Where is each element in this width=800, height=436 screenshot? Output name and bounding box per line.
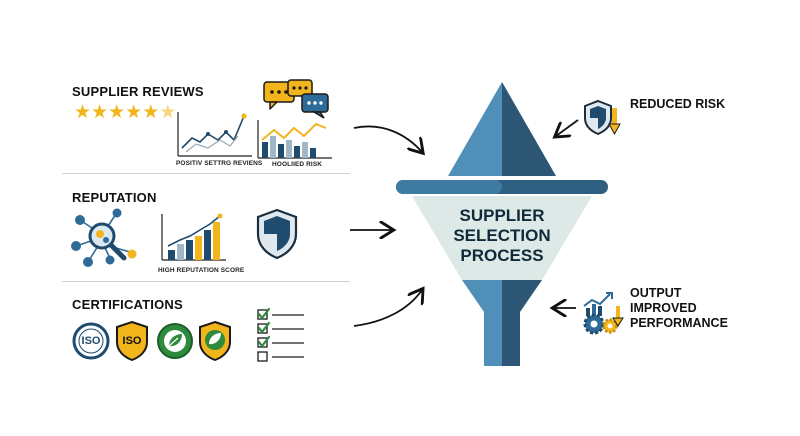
- shield-icon: [256, 208, 298, 260]
- network-search-icon: [71, 208, 137, 267]
- reputation-title: REPUTATION: [72, 190, 157, 205]
- star-icon: ★: [125, 102, 143, 123]
- section-divider: [62, 281, 350, 282]
- funnel-label-line2: SELECTION: [453, 226, 551, 245]
- reduced-risk-shield-icon: [584, 99, 621, 136]
- reputation-bar-chart-icon: [161, 213, 226, 261]
- star-icon: ★: [159, 102, 177, 123]
- iso-badge-icon: [72, 322, 110, 360]
- performance-label-line2: IMPROVED: [630, 301, 697, 315]
- positive-reviews-chart-icon: [177, 112, 252, 157]
- performance-label-line1: OUTPUT: [630, 286, 682, 300]
- performance-label: OUTPUT IMPROVED PERFORMANCE: [630, 286, 728, 331]
- positive-reviews-caption: POSITIV SETTRG REVIENS: [176, 160, 263, 167]
- funnel-top-light: [448, 82, 502, 176]
- funnel-diagram: [396, 82, 608, 366]
- star-icon: ★: [108, 102, 126, 123]
- iso-gold-shield-icon: [116, 320, 148, 362]
- funnel-label-line3: PROCESS: [460, 246, 544, 265]
- eco-gold-shield-icon: [199, 320, 231, 362]
- reduced-risk-label: REDUCED RISK: [630, 97, 726, 111]
- iso-gold-badge-label: ISO: [122, 335, 142, 347]
- performance-gears-icon: [583, 292, 624, 335]
- star-icon: ★: [74, 102, 92, 123]
- chat-bubbles-icon: [263, 79, 329, 119]
- performance-arrow: [546, 298, 576, 318]
- arrow-icon: [353, 290, 422, 327]
- funnel-top-dark: [502, 82, 556, 176]
- risk-caption: HOOLIIED RISK: [272, 161, 323, 168]
- eco-badge-icon: [157, 323, 193, 359]
- funnel-label: SUPPLIER SELECTION PROCESS: [430, 206, 574, 266]
- star-icon: ★: [142, 102, 160, 123]
- funnel-label-line1: SUPPLIER: [459, 206, 545, 225]
- arrow-icon: [353, 125, 422, 152]
- iso-badge-label: ISO: [81, 335, 101, 347]
- reduced-risk-arrow: [548, 119, 579, 142]
- certifications-title: CERTIFICATIONS: [72, 297, 183, 312]
- risk-bar-chart-icon: [257, 120, 332, 159]
- reputation-caption: HIGH REPUTATION SCORE: [158, 267, 245, 274]
- rating-stars: ★★★★★★: [74, 103, 176, 123]
- arrow-icon: [556, 119, 579, 136]
- checklist-icon: [257, 308, 304, 362]
- star-icon: ★: [91, 102, 109, 123]
- performance-label-line3: PERFORMANCE: [630, 316, 728, 330]
- input-arrows: [350, 125, 440, 327]
- section-divider: [62, 173, 350, 174]
- supplier-reviews-title: SUPPLIER REVIEWS: [72, 84, 204, 99]
